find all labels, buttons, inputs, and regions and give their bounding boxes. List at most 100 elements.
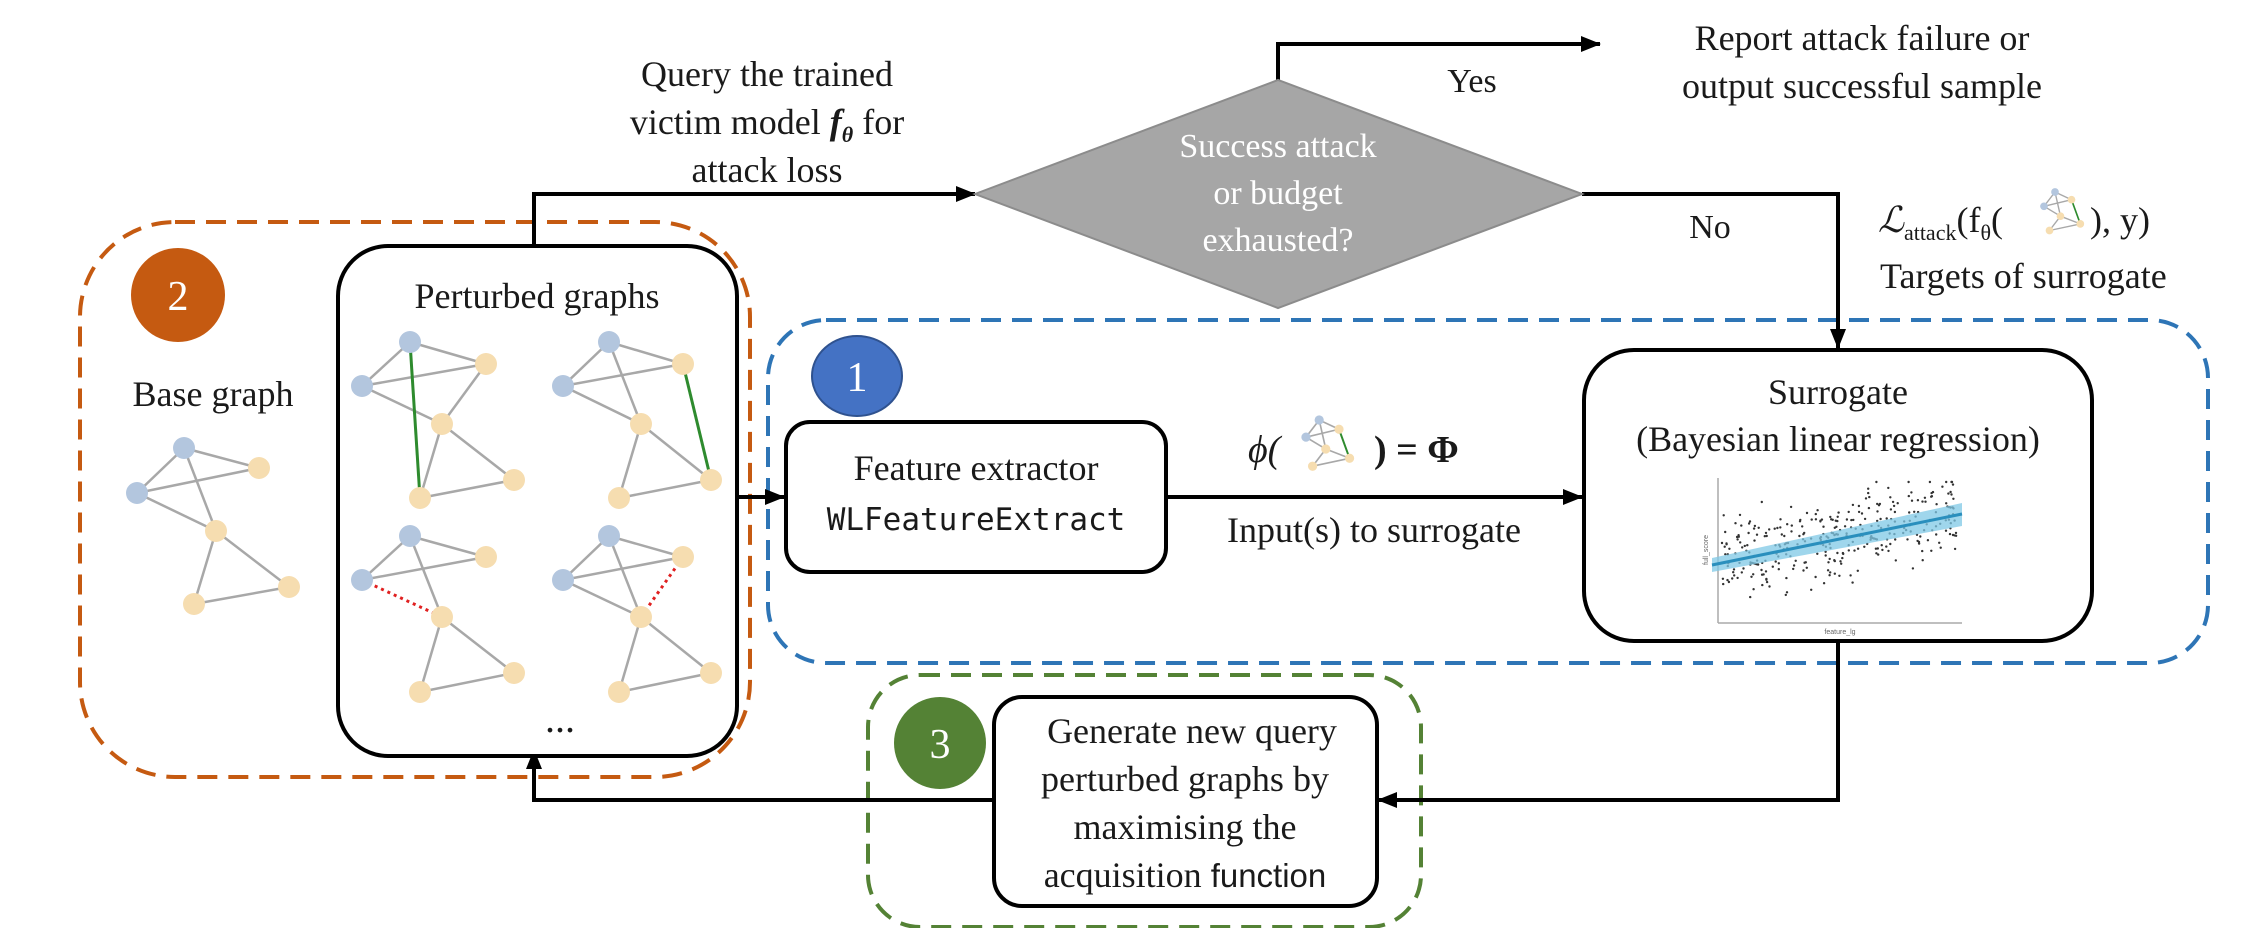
scatter-point <box>1939 546 1942 549</box>
scatter-point <box>1777 562 1781 565</box>
scatter-point <box>1736 576 1739 580</box>
regression-confidence-band <box>1712 503 1962 572</box>
scatter-point <box>1876 510 1879 513</box>
perturbed-graph-3 <box>351 525 525 703</box>
scatter-point <box>1867 506 1871 510</box>
scatter-point <box>1845 518 1849 521</box>
scatter-point <box>1911 567 1915 570</box>
scatter-point <box>1734 522 1737 525</box>
scatter-point <box>1874 547 1878 550</box>
scatter-point <box>1849 574 1852 577</box>
query-text-3: attack loss <box>692 150 843 190</box>
scatter-point <box>1856 547 1860 550</box>
scatter-point <box>1765 534 1768 538</box>
scatter-point <box>1954 531 1958 535</box>
phi-expression: ϕ( ) = Φ <box>1248 415 1459 471</box>
scatter-point <box>1891 500 1895 504</box>
scatter-point <box>1906 538 1909 541</box>
scatter-point <box>1889 508 1893 511</box>
scatter-point <box>1819 519 1822 522</box>
scatter-point <box>1814 575 1817 579</box>
query-text-2: victim model fθ for <box>630 102 904 147</box>
scatter-point <box>1921 559 1924 562</box>
scatter-point <box>1875 552 1878 555</box>
scatter-point <box>1747 531 1750 535</box>
perturbed-ellipsis: ... <box>545 696 575 741</box>
scatter-point <box>1923 496 1927 499</box>
scatter-point <box>1792 564 1796 567</box>
loss-caption: Targets of surrogate <box>1880 256 2167 296</box>
scatter-point <box>1739 541 1742 544</box>
mini-graph-phi <box>1301 415 1355 471</box>
scatter-point <box>1779 518 1782 521</box>
scatter-point <box>1728 547 1731 550</box>
scatter-point <box>1764 531 1768 535</box>
scatter-point <box>1944 529 1948 532</box>
scatter-point <box>1887 549 1890 553</box>
scatter-point <box>1741 546 1744 549</box>
scatter-point <box>1894 538 1897 541</box>
scatter-point <box>1785 591 1789 594</box>
scatter-point <box>1887 486 1890 490</box>
arrow-yes-to-report <box>1276 36 1601 80</box>
scatter-point <box>1733 574 1736 577</box>
scatter-point <box>1930 549 1933 552</box>
scatter-point <box>1760 500 1764 504</box>
base-graph-label: Base graph <box>133 374 294 414</box>
scatter-point <box>1941 485 1944 488</box>
scatter-point <box>1947 492 1950 495</box>
scatter-point <box>1798 534 1801 538</box>
scatter-point <box>1952 497 1955 500</box>
scatter-point <box>1885 517 1888 520</box>
scatter-point <box>1860 512 1864 515</box>
badge-1: 1 <box>811 335 903 417</box>
scatter-point <box>1949 490 1952 494</box>
scatter-point <box>1755 533 1759 536</box>
scatter-point <box>1724 530 1727 534</box>
scatter-point <box>1721 577 1725 580</box>
svg-text:) = Φ: ) = Φ <box>1374 429 1459 471</box>
scatter-point <box>1779 526 1782 529</box>
scatter-point <box>1810 518 1813 521</box>
scatter-point <box>1737 535 1741 538</box>
scatter-point <box>1867 487 1870 490</box>
scatter-point <box>1894 559 1898 562</box>
scatter-point <box>1814 518 1818 521</box>
scatter-point <box>1805 511 1809 515</box>
scatter-point <box>1893 510 1897 514</box>
scatter-point <box>1856 569 1860 572</box>
perturbed-graph-2 <box>552 331 722 509</box>
scatter-point <box>1889 496 1892 499</box>
scatter-point <box>1765 577 1768 581</box>
scatter-point <box>1753 539 1756 542</box>
scatter-point <box>1720 541 1724 545</box>
scatter-point <box>1910 499 1914 502</box>
scatter-point <box>1749 595 1752 599</box>
scatter-point <box>1945 502 1948 505</box>
mini-graph-loss <box>2040 188 2085 235</box>
surrogate-subtitle: (Bayesian linear regression) <box>1636 419 2040 459</box>
scatter-point <box>1926 539 1930 542</box>
scatter-point <box>1836 551 1839 555</box>
scatter-point <box>1804 561 1808 564</box>
perturbed-graph-1 <box>351 331 525 509</box>
scatter-point <box>1738 513 1742 517</box>
decision-text-1: Success attack <box>1179 128 1376 165</box>
scatter-point <box>1722 514 1725 517</box>
scatter-point <box>1876 547 1880 550</box>
regression-x-axis-label: feature_lg <box>1824 629 1855 636</box>
scatter-point <box>1826 569 1830 572</box>
scatter-point <box>1771 565 1775 568</box>
scatter-point <box>1892 504 1896 508</box>
scatter-point <box>1732 571 1735 574</box>
scatter-point <box>1743 544 1747 548</box>
svg-text:2: 2 <box>168 274 189 320</box>
scatter-point <box>1790 524 1794 527</box>
scatter-point <box>1753 524 1757 528</box>
scatter-point <box>1794 559 1797 562</box>
acquisition-text-3: maximising the <box>1074 807 1297 847</box>
scatter-point <box>1814 512 1818 516</box>
scatter-point <box>1841 556 1844 560</box>
scatter-point <box>1768 585 1771 588</box>
